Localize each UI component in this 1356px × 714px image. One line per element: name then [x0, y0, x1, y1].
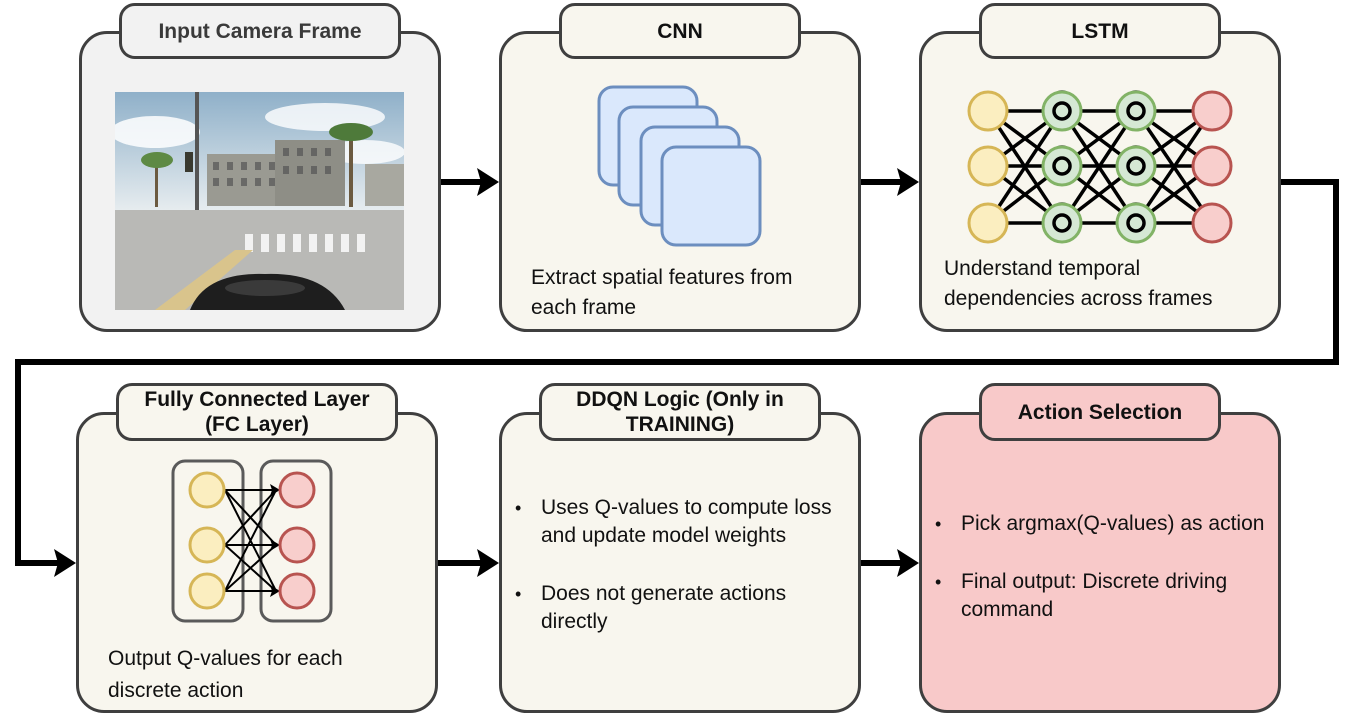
ddqn-bullet-1: Uses Q-values to compute loss and update… [507, 494, 847, 550]
camera-frame-image [115, 92, 404, 310]
lstm-network [986, 109, 1214, 225]
lstm-title: LSTM [979, 3, 1221, 59]
lstm-output-nodes [1191, 90, 1233, 244]
fc-layer-network [171, 459, 333, 623]
input-camera-frame-title: Input Camera Frame [119, 3, 401, 59]
fc-input-group [171, 459, 245, 623]
fc-input-node-2 [188, 526, 226, 564]
fc-layer-description: Output Q-values for each discrete action [108, 647, 343, 702]
arrowhead-cnn [477, 168, 499, 196]
fc-output-node-3 [278, 572, 316, 610]
fc-output-node-2 [278, 526, 316, 564]
ddqn-logic-box [499, 412, 861, 713]
lstm-hidden-node-1 [1041, 90, 1083, 132]
fc-output-group [259, 459, 333, 623]
lstm-input-node-1 [967, 90, 1009, 132]
lstm-description: Understand temporal dependencies across … [944, 257, 1213, 310]
cnn-feature-maps [597, 85, 762, 247]
lstm-hidden-node-4 [1115, 90, 1157, 132]
action-bullet-2: Final output: Discrete driving command [927, 568, 1272, 624]
fc-layer-title: Fully Connected Layer (FC Layer) [116, 383, 398, 441]
cnn-description: Extract spatial features from each frame [531, 266, 793, 319]
action-bullets: Pick argmax(Q-values) as action Final ou… [927, 510, 1272, 654]
lstm-output-node-3 [1191, 202, 1233, 244]
lstm-input-node-2 [967, 145, 1009, 187]
arrowhead-fc [54, 549, 76, 577]
lstm-hidden-node-3 [1041, 202, 1083, 244]
arrowhead-action [897, 549, 919, 577]
lstm-hidden-node-2 [1041, 145, 1083, 187]
lstm-hidden-node-cores [1052, 101, 1146, 233]
lstm-input-nodes [967, 90, 1009, 244]
lstm-hidden-nodes [1041, 90, 1157, 244]
ddqn-bullet-2: Does not generate actions directly [507, 580, 847, 636]
lstm-output-node-2 [1191, 145, 1233, 187]
action-selection-title: Action Selection [979, 383, 1221, 441]
cnn-title: CNN [559, 3, 801, 59]
lstm-input-node-3 [967, 202, 1009, 244]
fc-output-node-1 [278, 471, 316, 509]
fc-input-node-3 [188, 572, 226, 610]
lstm-hidden-node-5 [1115, 145, 1157, 187]
lstm-output-node-1 [1191, 90, 1233, 132]
fc-input-node-1 [188, 471, 226, 509]
action-bullet-1: Pick argmax(Q-values) as action [927, 510, 1272, 538]
arrowhead-lstm [897, 168, 919, 196]
arrow-lstm-to-fc [15, 179, 1339, 566]
ddqn-bullets: Uses Q-values to compute loss and update… [507, 494, 847, 666]
lstm-hidden-node-6 [1115, 202, 1157, 244]
ddqn-logic-title: DDQN Logic (Only in TRAINING) [539, 383, 821, 441]
arrowhead-ddqn [477, 549, 499, 577]
feature-map-4 [660, 145, 762, 247]
